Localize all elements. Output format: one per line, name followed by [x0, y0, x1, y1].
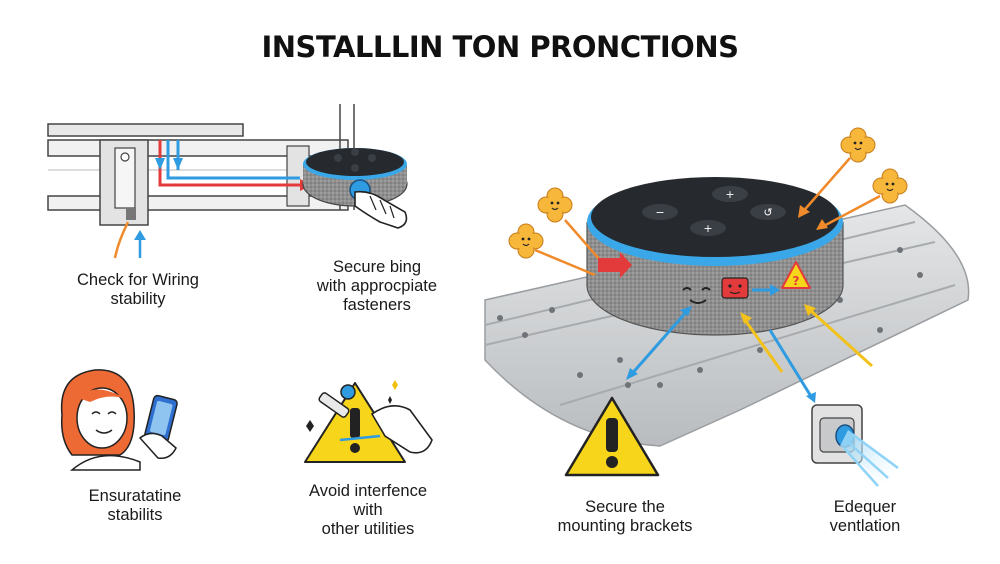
vent-icon — [811, 404, 900, 487]
speaker-icon — [586, 177, 844, 336]
face-badge-icon: ? — [721, 261, 811, 299]
speaker-button-label: + — [725, 188, 734, 201]
speaker-icon — [302, 148, 408, 207]
warning-sign-icon — [564, 396, 660, 477]
flower-face-icon — [508, 127, 908, 259]
caption-brackets: Secure the mounting brackets — [557, 498, 693, 535]
caption-fasteners: Secure bing with approcpiate fasteners — [316, 258, 438, 314]
caption-interference: Avoid interfence with other utilities — [308, 482, 428, 538]
speaker-button-label: − — [655, 206, 664, 219]
person-phone-icon — [60, 369, 178, 471]
caption-stability: Ensuratatine stabilits — [88, 487, 182, 524]
caption-wiring: Check for Wiring stability — [77, 271, 199, 308]
page-title: INSTALLLIN TON PRONCTIONS — [261, 30, 740, 64]
caption-ventilation: Edequer ventlation — [829, 498, 901, 535]
speaker-button-label: + — [703, 222, 712, 235]
arrows — [534, 157, 881, 403]
svg-text:?: ? — [793, 274, 800, 288]
speaker-button-label: ↺ — [763, 206, 772, 219]
hand-icon — [354, 190, 408, 229]
warning-tools-icon — [304, 380, 433, 463]
